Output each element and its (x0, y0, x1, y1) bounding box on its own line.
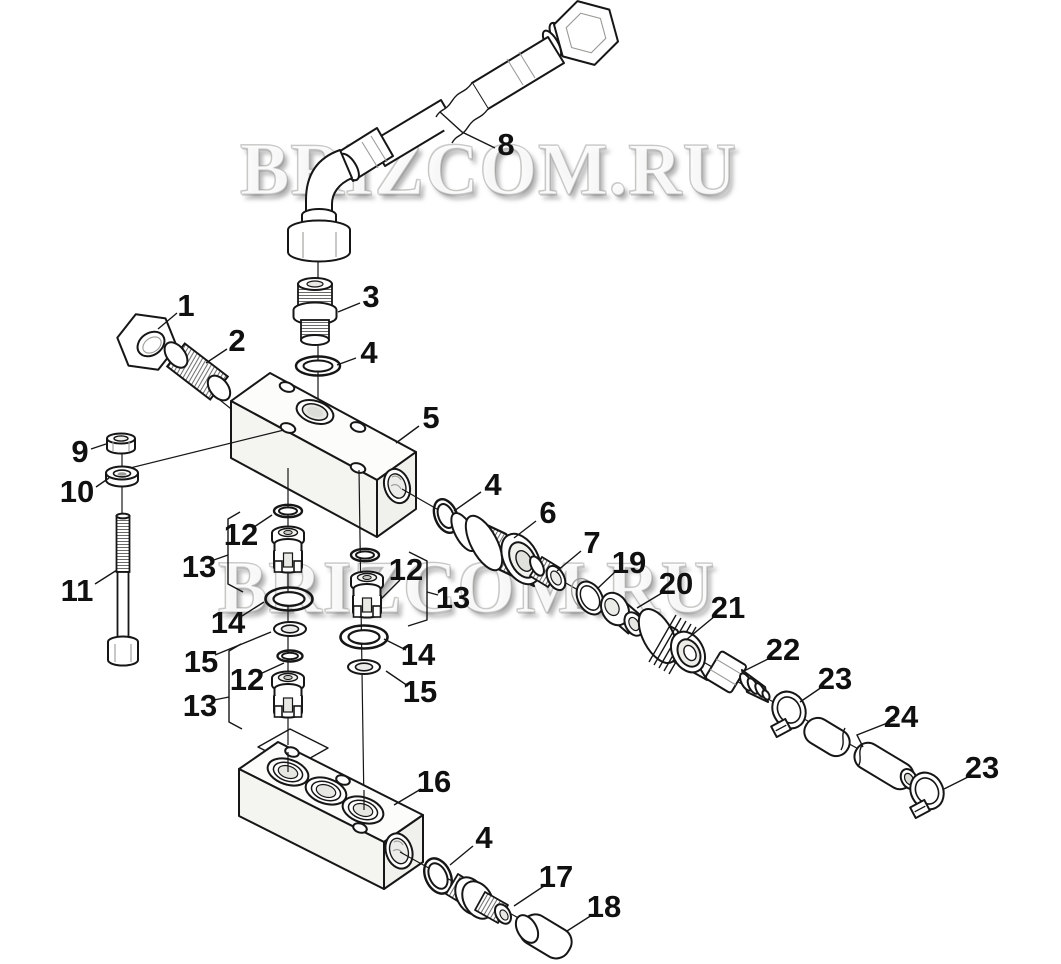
part-3-threaded-nipple (292, 277, 338, 346)
part-17-outlet-nipple (445, 873, 513, 925)
part-12-valve-cartridge-c (350, 570, 384, 619)
part-label-22: 22 (766, 632, 800, 667)
part-label-2: 2 (228, 323, 245, 358)
part-leader-3 (337, 302, 361, 313)
part-19-seal-ring (570, 577, 605, 616)
part-leader-14-b (383, 638, 407, 651)
part-12-oring-small-a (272, 503, 304, 519)
part-12-oring-small-b (276, 649, 304, 663)
part-label-23-a: 23 (818, 661, 852, 696)
part-label-24: 24 (884, 699, 919, 734)
part-2-threaded-plug (163, 341, 232, 402)
part-label-16: 16 (417, 764, 451, 799)
part-label-18: 18 (587, 889, 621, 924)
part-leader-23-b (943, 776, 969, 790)
part-leader-23-a (799, 686, 823, 703)
part-label-21: 21 (711, 590, 745, 625)
part-leader-2 (205, 348, 228, 364)
part-label-5: 5 (422, 400, 439, 435)
part-leader-11 (94, 569, 118, 585)
part-15-washer-a (273, 621, 307, 637)
part-leader-17 (513, 885, 545, 907)
part-leader-21 (685, 615, 716, 641)
part-12-oring-small-c (349, 547, 381, 563)
bracket-13-c (407, 551, 439, 627)
part-11-long-bolt (107, 512, 139, 667)
part-leader-9 (90, 443, 107, 450)
part-leader-12-a (253, 514, 273, 528)
part-leader-19 (596, 570, 617, 590)
part-label-13-a: 13 (182, 549, 216, 584)
part-label-7: 7 (583, 525, 600, 560)
part-7-insert (529, 555, 567, 592)
part-leader-16 (393, 788, 422, 806)
part-label-23-b: 23 (965, 750, 999, 785)
part-14-oring-large-a (264, 586, 314, 612)
part-label-10: 10 (60, 474, 94, 509)
part-label-4-top: 4 (360, 335, 378, 370)
bracket-13-a (210, 511, 244, 593)
part-4-oring-top (294, 355, 342, 377)
part-21-coupling-nut (637, 608, 708, 681)
part-leader-4-top (336, 357, 357, 366)
part-12-valve-cartridge-b (271, 670, 305, 719)
part-leader-15-b (385, 670, 409, 687)
centerline-bolt-to-block5 (125, 429, 285, 470)
part-leader-6 (513, 520, 537, 539)
part-label-17: 17 (539, 859, 573, 894)
part-leader-1 (157, 312, 178, 330)
part-22-hose-barb (705, 650, 771, 703)
part-label-11: 11 (61, 573, 94, 608)
part-label-6: 6 (539, 495, 556, 530)
part-12-valve-cartridge-a (271, 525, 305, 574)
part-10-washer (105, 465, 139, 488)
part-leader-4-bottom (449, 845, 474, 866)
part-label-14-a: 14 (211, 605, 246, 640)
hose-swivel-nut (553, 0, 619, 66)
part-15-washer-b (347, 659, 381, 675)
part-8-hose-assembly (287, 0, 619, 263)
part-leader-12-c (380, 579, 401, 600)
part-5-valve-block (230, 372, 417, 538)
part-18-cap (514, 913, 573, 960)
part-label-14-b: 14 (401, 637, 436, 672)
part-label-12-c: 12 (389, 552, 423, 587)
part-label-8: 8 (497, 127, 514, 162)
part-label-19: 19 (612, 545, 646, 580)
part-label-3: 3 (362, 279, 379, 314)
part-leader-7 (556, 550, 582, 572)
part-leader-4-mid (453, 491, 482, 512)
part-label-13-c: 13 (436, 580, 470, 615)
part-leader-22 (743, 657, 771, 672)
part-label-9: 9 (71, 434, 88, 469)
part-14-oring-large-b (339, 624, 389, 650)
part-label-12-a: 12 (224, 517, 258, 552)
part-leader-14-a (241, 601, 265, 617)
part-leader-10 (95, 477, 110, 488)
part-16-manifold-block (238, 741, 424, 890)
part-label-12-b: 12 (230, 662, 264, 697)
part-label-4-mid: 4 (484, 467, 502, 502)
leader-part-8 (439, 111, 496, 149)
part-23-clamp-a (770, 690, 807, 739)
part-leader-18 (566, 914, 593, 932)
part-20-flanged-bushing (600, 591, 645, 637)
part-leader-15-a (214, 631, 272, 656)
part-9-hex-nut-small (106, 432, 136, 455)
part-label-15-b: 15 (403, 674, 437, 709)
part-leader-20 (636, 592, 663, 609)
part-leader-12-b (259, 662, 285, 675)
part-label-4-bottom: 4 (475, 820, 493, 855)
part-label-20: 20 (659, 566, 693, 601)
part-23-clamp-b (909, 771, 945, 820)
part-label-1: 1 (177, 288, 194, 323)
part-label-13-b: 13 (183, 688, 217, 723)
part-label-15-a: 15 (184, 644, 218, 679)
part-1-hex-nut (116, 313, 178, 371)
part-leader-5 (395, 425, 420, 444)
leader-part-24 (856, 719, 896, 748)
